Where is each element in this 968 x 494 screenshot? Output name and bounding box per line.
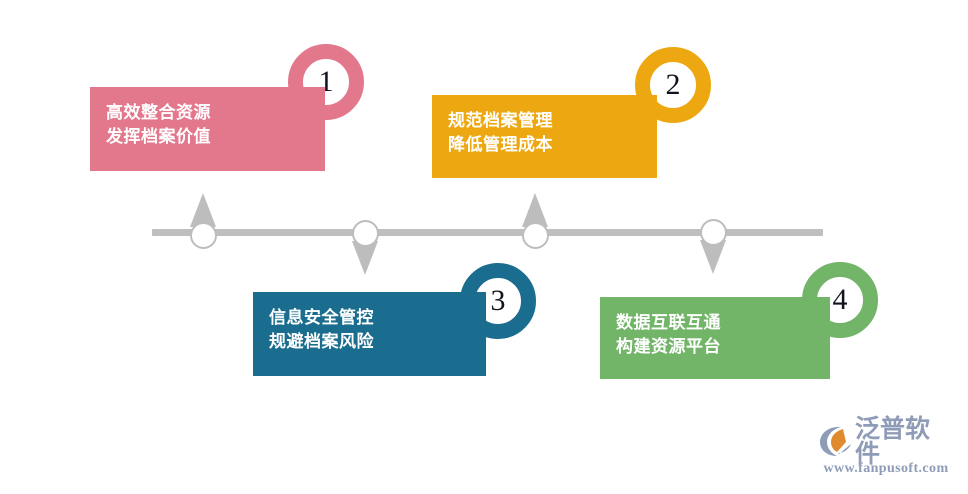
timeline-node-1[interactable] [190,222,217,249]
logo-wordmark-row: 泛普软件 [818,416,954,466]
card-text-1: 高效整合资源发挥档案价值 [106,101,211,149]
fanpu-software-logo: 泛普软件 www.fanpusoft.com [818,416,954,484]
card-line2-1: 发挥档案价值 [106,127,211,147]
card-line1-2: 规范档案管理 [448,111,553,130]
card-line2-3: 规避档案风险 [269,332,374,352]
card-line1-3: 信息安全管控 [269,308,374,327]
fanpu-swoosh-icon [818,424,854,458]
card-text-4: 数据互联互通构建资源平台 [616,311,721,359]
timeline-track [152,229,823,236]
card-line2-2: 降低管理成本 [448,135,553,155]
step-number-2: 2 [665,67,681,101]
timeline-node-2[interactable] [352,220,379,247]
card-text-2: 规范档案管理降低管理成本 [448,109,553,157]
timeline-arrow-up-1 [190,193,216,227]
card-line2-4: 构建资源平台 [616,337,721,357]
timeline-node-4[interactable] [700,219,727,246]
card-panel-4[interactable]: 数据互联互通构建资源平台 [600,297,830,379]
card-panel-3[interactable]: 信息安全管控规避档案风险 [253,292,486,376]
card-line1-1: 高效整合资源 [106,103,211,122]
card-text-3: 信息安全管控规避档案风险 [269,306,374,354]
timeline-arrow-up-3 [522,193,548,227]
card-panel-1[interactable]: 高效整合资源发挥档案价值 [90,87,325,171]
step-number-4: 4 [832,282,848,316]
step-number-3: 3 [490,283,506,317]
timeline-node-3[interactable] [522,222,549,249]
logo-url-text: www.fanpusoft.com [823,461,949,476]
card-line1-4: 数据互联互通 [616,313,721,332]
card-panel-2[interactable]: 规范档案管理降低管理成本 [432,95,657,178]
logo-wordmark-text: 泛普软件 [855,414,931,468]
